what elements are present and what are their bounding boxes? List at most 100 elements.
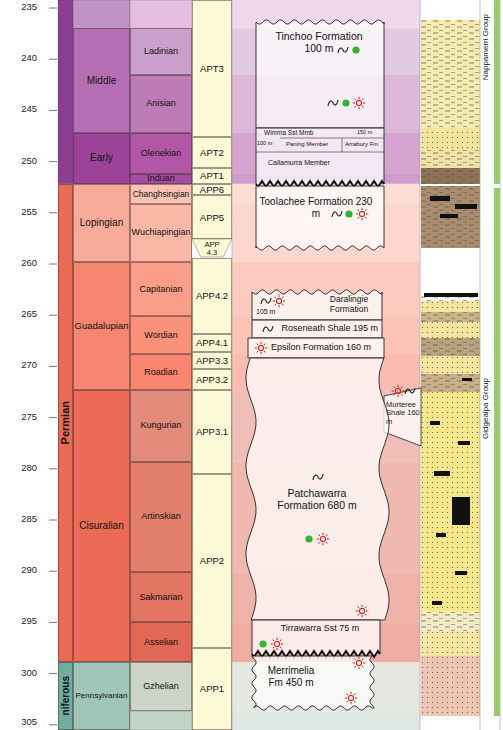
stage-cell: Asselian <box>130 622 192 662</box>
formation-shape: Epsilon Formation 160 m <box>248 338 384 358</box>
series-name: Cisuralian <box>79 521 123 531</box>
stage-name: Sakmarian <box>139 593 182 602</box>
series-cell: Middle <box>73 28 130 132</box>
lithology-unit <box>421 20 480 128</box>
formation-shape: Tinchoo Formation 100 m <box>256 22 384 128</box>
gas-symbol-ray <box>255 348 257 349</box>
gas-symbol-ray <box>323 533 324 535</box>
formation-name: Tinchoo Formation 100 m <box>270 30 368 54</box>
lithology-unit <box>421 128 480 149</box>
coal-seam <box>458 441 470 445</box>
gas-symbol-ray <box>358 210 360 212</box>
coal-seam <box>452 497 470 525</box>
stage-cell: Wuchiapingian <box>130 204 192 262</box>
oil-symbol-stroke <box>332 211 342 217</box>
axis-tick <box>49 417 57 418</box>
gas-symbol-ray <box>279 295 280 297</box>
lithology-pattern <box>421 128 480 149</box>
gas-symbol <box>317 533 330 546</box>
gas-symbol-ring <box>356 660 361 665</box>
formation-background <box>232 711 420 730</box>
formation-outline <box>252 620 380 657</box>
formation-name: 100 m <box>257 140 272 146</box>
formation-name: 150 m <box>357 129 372 135</box>
series-cell <box>73 0 130 28</box>
stage-cell: Artinskian <box>130 462 192 572</box>
stage-name: Wuchiapingian <box>132 228 191 237</box>
series-name: Lopingian <box>80 218 123 228</box>
gas-symbol-ray <box>323 543 324 545</box>
gas-symbol <box>356 605 369 618</box>
lithology-unit <box>421 612 480 632</box>
oil-symbol <box>332 211 342 217</box>
series-cell: Guadalupian <box>73 262 130 390</box>
gas-symbol-ray <box>365 217 367 219</box>
axis-tick-label: 250 <box>0 156 37 166</box>
formation-name: 105 m <box>256 308 275 316</box>
biozone-cell: APP5 <box>192 195 232 239</box>
lithology-unit <box>421 186 480 248</box>
oil-symbol-stroke <box>261 298 271 304</box>
oil-symbol <box>405 388 415 394</box>
axis-tick-label: 275 <box>0 412 37 422</box>
group-band: Nappamerri Group <box>481 0 500 184</box>
formation-shape: Merrimelia Fm 450 m <box>254 656 372 708</box>
era-name: Permian <box>60 401 71 444</box>
formation-outline <box>256 20 384 128</box>
stage-name: Ladinian <box>144 47 178 56</box>
formation-name: Merrimelia Fm 450 m <box>260 665 322 688</box>
gas-symbol-ray <box>365 614 367 616</box>
lithology-unit <box>421 356 480 374</box>
oil-symbol <box>263 326 273 332</box>
coal-seam <box>436 533 446 537</box>
gas-symbol-ray <box>402 391 404 392</box>
lithology-pattern <box>421 392 480 612</box>
biozone-cell: APT1 <box>192 168 232 184</box>
lithology-unit <box>421 168 480 184</box>
gas-symbol-ray <box>354 694 356 696</box>
oil-symbol <box>328 100 338 106</box>
axis-tick-label: 295 <box>0 616 37 626</box>
lithology-pattern <box>421 612 480 632</box>
gas-symbol-ray <box>279 305 280 307</box>
gas-symbol-ring <box>356 100 361 105</box>
lithology-pattern <box>421 301 480 312</box>
biozone-cell: APP4.1 <box>192 334 232 352</box>
gas-symbol <box>392 385 405 398</box>
lithology-pattern <box>421 149 480 168</box>
formation-shape: Tirrawarra Sst 75 m <box>252 620 380 654</box>
lithology-unit <box>421 374 480 392</box>
gas-symbol-ray <box>358 217 360 219</box>
show-symbol-dot <box>352 46 359 53</box>
formation-tongue <box>384 388 421 446</box>
axis-tick-label: 285 <box>0 514 37 524</box>
gas-symbol-ray <box>355 666 357 668</box>
axis-tick-label: 260 <box>0 258 37 268</box>
gas-symbol-ray <box>275 304 277 306</box>
gas-symbol-ray <box>345 698 347 699</box>
lithology-unit <box>421 392 480 612</box>
axis-tick <box>49 468 57 469</box>
stage-cell: Gzhelian <box>130 662 192 711</box>
gas-symbol-ray <box>261 352 262 354</box>
gas-symbol <box>273 295 286 308</box>
oil-symbol <box>261 298 271 304</box>
stage-name: Capitanian <box>139 285 182 294</box>
show-symbol <box>352 46 359 53</box>
group-name: Nappamerri Group <box>482 14 490 80</box>
gas-symbol-ray <box>398 385 399 387</box>
axis-tick-label: 270 <box>0 360 37 370</box>
biozone-cell: APP2 <box>192 474 232 648</box>
group-name: Gidgealpa Group <box>482 378 490 439</box>
show-symbol <box>345 210 352 217</box>
show-symbol-dot <box>345 210 352 217</box>
formation-outline <box>248 338 384 358</box>
gas-symbol-ray <box>280 640 282 642</box>
gas-symbol-ring <box>359 211 364 216</box>
gas-symbol-ray <box>317 539 319 540</box>
gas-symbol-ray <box>282 304 284 306</box>
series-cell: Pennsylvanian <box>73 662 130 730</box>
group-band: Gidgealpa Group <box>481 188 500 716</box>
stage-cell: Wordian <box>130 316 192 354</box>
